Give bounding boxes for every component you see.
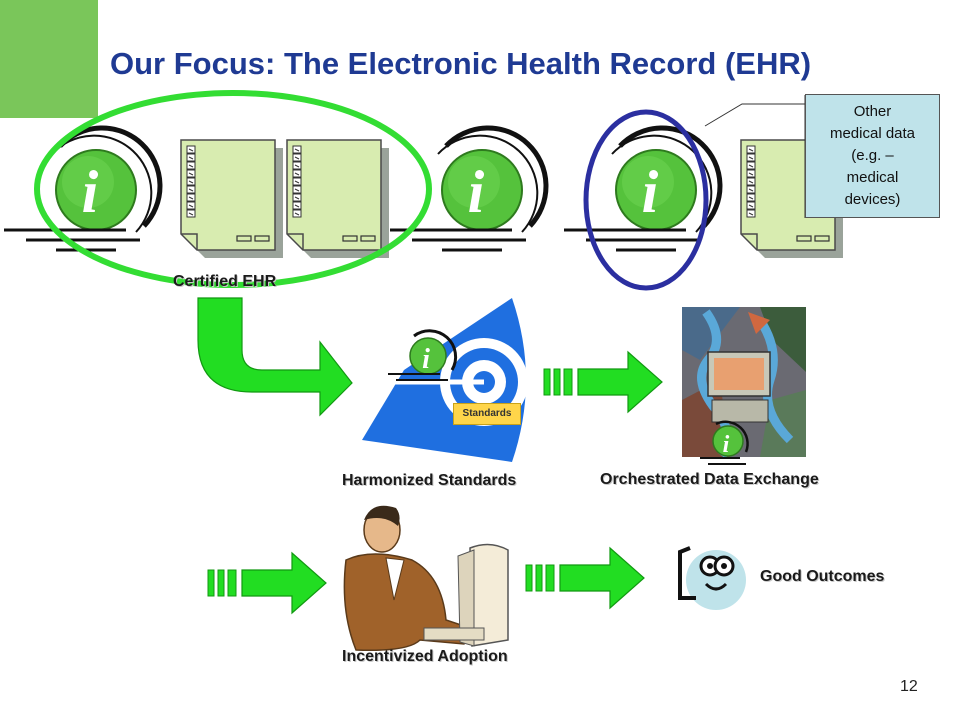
callout-line: (e.g. – (851, 147, 894, 164)
page-number: 12 (900, 678, 918, 695)
document-checklist-icon (180, 139, 284, 259)
info-glyph: i (422, 344, 430, 375)
flow-arrow (543, 351, 663, 413)
target-icon (362, 298, 528, 462)
orchestrated-data-exchange-label: Orchestrated Data Exchange (600, 471, 819, 488)
standards-badge: Standards (453, 403, 521, 425)
callout-line: Other (853, 103, 892, 120)
info-glyph: i (642, 159, 659, 225)
info-glyph: i (82, 159, 99, 225)
good-outcomes-label: Good Outcomes (760, 568, 885, 585)
incentivized-adoption-label: Incentivized Adoption (342, 648, 508, 665)
smiling-face-icon (678, 546, 746, 610)
flow-arrow (525, 547, 645, 609)
info-glyph: i (723, 432, 730, 458)
other-medical-data-callout: Other medical data (e.g. – medical devic… (805, 94, 940, 218)
person-at-computer-icon (343, 505, 509, 652)
data-exchange-clipart-icon (682, 307, 806, 465)
slide-title: Our Focus: The Electronic Health Record … (110, 46, 812, 81)
certified-ehr-label: Certified EHR (173, 273, 277, 290)
callout-line: devices) (844, 191, 901, 208)
certified-ehr-highlight-ellipse (34, 90, 432, 288)
callout-line: medical data (829, 125, 916, 142)
other-data-highlight-ellipse (583, 109, 709, 291)
flow-arrow (207, 552, 327, 614)
callout-line: medical (846, 169, 899, 186)
document-checklist-icon (286, 139, 390, 259)
curved-flow-arrow (197, 297, 353, 417)
info-glyph: i (468, 159, 485, 225)
harmonized-standards-label: Harmonized Standards (342, 472, 517, 489)
corner-accent-block (0, 0, 98, 118)
callout-leader-line (704, 103, 805, 127)
